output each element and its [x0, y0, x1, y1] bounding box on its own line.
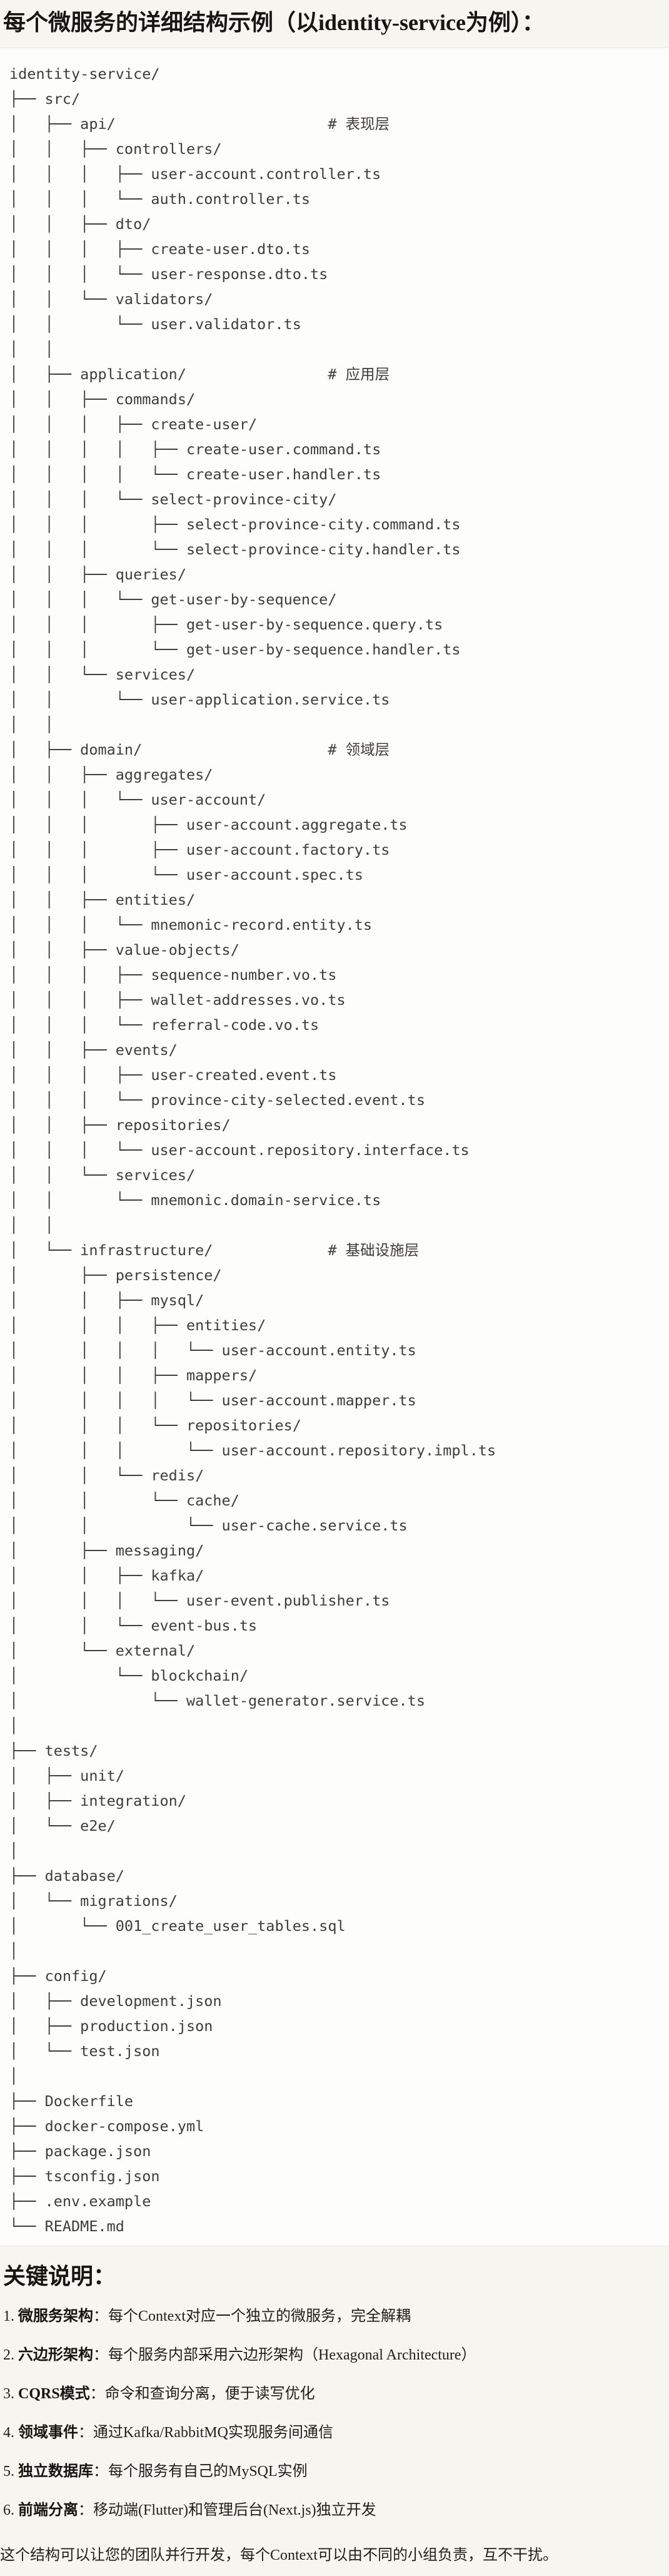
note-text: ：移动端(Flutter)和管理后台(Next.js)独立开发 — [78, 2502, 376, 2518]
note-item: 3.CQRS模式：命令和查询分离，便于读写优化 — [3, 2384, 666, 2404]
note-item: 2.六边形架构：每个服务内部采用六边形架构（Hexagonal Architec… — [3, 2345, 666, 2365]
note-term: 微服务架构 — [18, 2308, 93, 2324]
note-item: 1.微服务架构：每个Context对应一个独立的微服务，完全解耦 — [3, 2306, 666, 2326]
code-block: identity-service/ ├── src/ │ ├── api/ # … — [0, 47, 669, 2246]
note-term: 前端分离 — [18, 2502, 78, 2518]
note-number: 2. — [3, 2346, 14, 2363]
note-number: 3. — [3, 2385, 14, 2402]
note-term: 六边形架构 — [18, 2346, 93, 2363]
note-number: 5. — [3, 2463, 14, 2480]
note-number: 6. — [3, 2502, 14, 2518]
note-number: 1. — [3, 2308, 14, 2324]
note-term: CQRS模式 — [18, 2385, 90, 2402]
note-item: 6.前端分离：移动端(Flutter)和管理后台(Next.js)独立开发 — [3, 2500, 666, 2520]
note-text: ：每个Context对应一个独立的微服务，完全解耦 — [93, 2308, 411, 2324]
note-item: 5.独立数据库：每个服务有自己的MySQL实例 — [3, 2461, 666, 2482]
note-text: ：每个服务内部采用六边形架构（Hexagonal Architecture） — [93, 2346, 476, 2363]
note-text: ：通过Kafka/RabbitMQ实现服务间通信 — [78, 2424, 333, 2441]
note-text: ：命令和查询分离，便于读写优化 — [89, 2385, 315, 2402]
page-title: 每个微服务的详细结构示例（以identity-service为例）： — [3, 10, 545, 35]
key-notes-list: 1.微服务架构：每个Context对应一个独立的微服务，完全解耦 2.六边形架构… — [3, 2306, 666, 2520]
note-term: 领域事件 — [18, 2424, 78, 2441]
note-number: 4. — [3, 2424, 14, 2441]
key-notes-heading: 关键说明： — [3, 2263, 116, 2289]
note-item: 4.领域事件：通过Kafka/RabbitMQ实现服务间通信 — [3, 2423, 666, 2443]
note-text: ：每个服务有自己的MySQL实例 — [93, 2463, 308, 2480]
note-term: 独立数据库 — [18, 2463, 93, 2480]
summary-paragraph: 这个结构可以让您的团队并行开发，每个Context可以由不同的小组负责，互不干扰… — [0, 2547, 558, 2563]
key-notes-section: 关键说明： 1.微服务架构：每个Context对应一个独立的微服务，完全解耦 2… — [0, 2262, 669, 2565]
directory-tree: identity-service/ ├── src/ │ ├── api/ # … — [9, 64, 496, 2235]
